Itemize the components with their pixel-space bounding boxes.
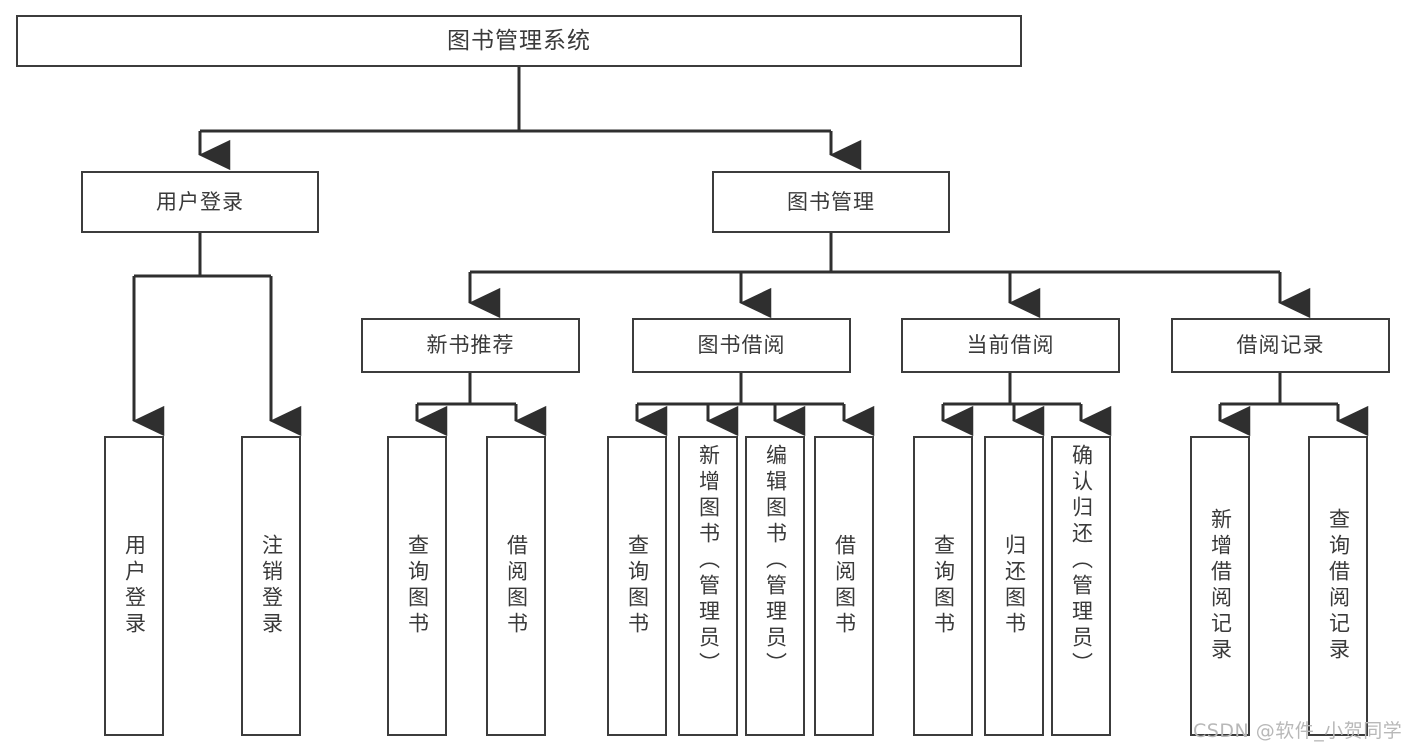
node-root-system[interactable]: 图书管理系统	[16, 15, 1022, 67]
node-leaf-query-borrow-record[interactable]: 查询借阅记录	[1308, 436, 1368, 736]
node-leaf-user-login[interactable]: 用户登录	[104, 436, 164, 736]
node-current-borrow-label: 当前借阅	[966, 333, 1055, 358]
node-leaf-add-book[interactable]: 新增图书（管理员）	[678, 436, 738, 736]
node-leaf-borrow-book[interactable]: 借阅图书	[814, 436, 874, 736]
node-user-login[interactable]: 用户登录	[81, 171, 319, 233]
node-leaf-query-book-borrow-label: 查询图书	[625, 534, 650, 638]
node-leaf-add-book-label: 新增图书（管理员）	[696, 444, 721, 678]
csdn-watermark-text: CSDN @软件_小贺同学	[1193, 720, 1403, 742]
node-leaf-confirm-return-label: 确认归还（管理员）	[1069, 444, 1094, 678]
node-leaf-confirm-return[interactable]: 确认归还（管理员）	[1051, 436, 1111, 736]
node-book-manage-label: 图书管理	[787, 189, 875, 214]
node-new-book-recommend-label: 新书推荐	[426, 333, 515, 358]
node-leaf-user-login-label: 用户登录	[122, 534, 147, 638]
node-leaf-query-book-current[interactable]: 查询图书	[913, 436, 973, 736]
node-book-borrow-label: 图书借阅	[697, 333, 786, 358]
node-new-book-recommend[interactable]: 新书推荐	[361, 318, 580, 373]
node-leaf-query-book-borrow[interactable]: 查询图书	[607, 436, 667, 736]
node-leaf-edit-book[interactable]: 编辑图书（管理员）	[745, 436, 805, 736]
node-leaf-query-book-recommend-label: 查询图书	[405, 534, 430, 638]
node-leaf-add-borrow-record-label: 新增借阅记录	[1208, 508, 1233, 664]
node-leaf-user-logout-label: 注销登录	[259, 534, 284, 638]
node-borrow-record[interactable]: 借阅记录	[1171, 318, 1390, 373]
node-leaf-user-logout[interactable]: 注销登录	[241, 436, 301, 736]
csdn-watermark: CSDN @软件_小贺同学	[1193, 716, 1402, 743]
node-leaf-query-book-recommend[interactable]: 查询图书	[387, 436, 447, 736]
node-leaf-add-borrow-record[interactable]: 新增借阅记录	[1190, 436, 1250, 736]
node-book-borrow[interactable]: 图书借阅	[632, 318, 851, 373]
node-current-borrow[interactable]: 当前借阅	[901, 318, 1120, 373]
node-user-login-label: 用户登录	[156, 189, 244, 214]
node-leaf-query-borrow-record-label: 查询借阅记录	[1326, 508, 1351, 664]
node-book-manage[interactable]: 图书管理	[712, 171, 950, 233]
node-leaf-return-book-label: 归还图书	[1002, 534, 1027, 638]
node-borrow-record-label: 借阅记录	[1236, 333, 1325, 358]
node-root-system-label: 图书管理系统	[447, 27, 591, 54]
node-leaf-query-book-current-label: 查询图书	[931, 534, 956, 638]
node-leaf-borrow-book-label: 借阅图书	[832, 534, 857, 638]
node-leaf-return-book[interactable]: 归还图书	[984, 436, 1044, 736]
node-leaf-edit-book-label: 编辑图书（管理员）	[763, 444, 788, 678]
node-leaf-borrow-book-recommend[interactable]: 借阅图书	[486, 436, 546, 736]
node-leaf-borrow-book-recommend-label: 借阅图书	[504, 534, 529, 638]
